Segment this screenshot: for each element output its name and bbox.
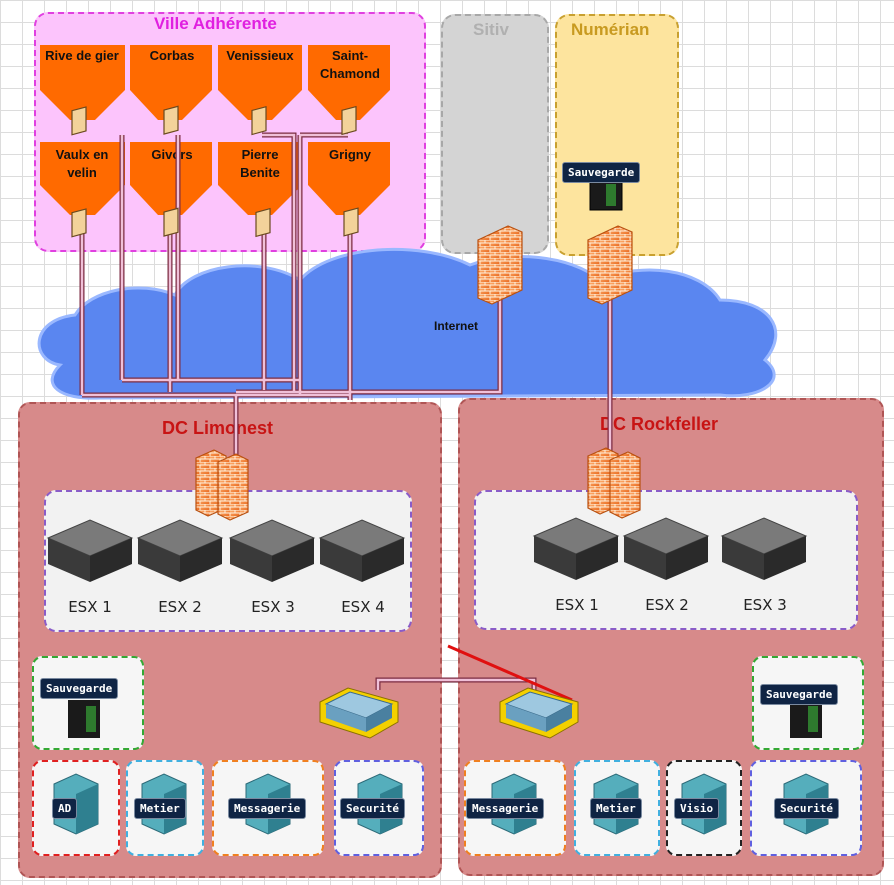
sitiv-zone: Sitiv — [441, 14, 549, 254]
city-label: Saint- Chamond — [320, 48, 380, 81]
esx-label: ESX 1 — [68, 598, 112, 616]
sauvegarde-badge-left: Sauvegarde — [40, 678, 119, 699]
sauvegarde-badge-right: Sauvegarde — [760, 684, 839, 705]
city-label: Vaulx en velin — [55, 147, 109, 180]
metier-badge-right: Metier — [590, 798, 642, 819]
securite-badge-left: Securité — [340, 798, 405, 819]
esx-label: ESX 4 — [341, 598, 385, 616]
sauvegarde-box-left — [32, 656, 144, 750]
metier-badge-left: Metier — [134, 798, 186, 819]
city-label: Pierre Benite — [240, 147, 280, 180]
sitiv-title: Sitiv — [473, 20, 509, 39]
ville-adherente-title: Ville Adhérente — [154, 14, 277, 33]
messagerie-badge-left: Messagerie — [228, 798, 307, 819]
esx-label: ESX 2 — [645, 596, 689, 614]
city-label: Corbas — [149, 48, 195, 63]
city-label: Givors — [151, 147, 193, 162]
visio-badge: Visio — [674, 798, 720, 819]
esx-label: ESX 3 — [743, 596, 787, 614]
securite-badge-right: Securité — [774, 798, 839, 819]
ad-badge: AD — [52, 798, 78, 819]
numerian-title: Numérian — [571, 20, 650, 39]
messagerie-badge-right: Messagerie — [466, 798, 545, 819]
esx-label: ESX 1 — [555, 596, 599, 614]
esx-label: ESX 2 — [158, 598, 202, 616]
esx-label: ESX 3 — [251, 598, 295, 616]
city-label: Grigny — [329, 147, 371, 162]
dc-rockfeller-title: DC Rockfeller — [600, 414, 719, 434]
numerian-zone: Numérian — [555, 14, 679, 256]
city-label: Rive de gier — [45, 48, 119, 63]
numerian-sauvegarde-badge: Sauvegarde — [562, 162, 641, 183]
dc-limonest-title: DC Limonest — [162, 418, 274, 438]
city-label: Venissieux — [226, 48, 294, 63]
